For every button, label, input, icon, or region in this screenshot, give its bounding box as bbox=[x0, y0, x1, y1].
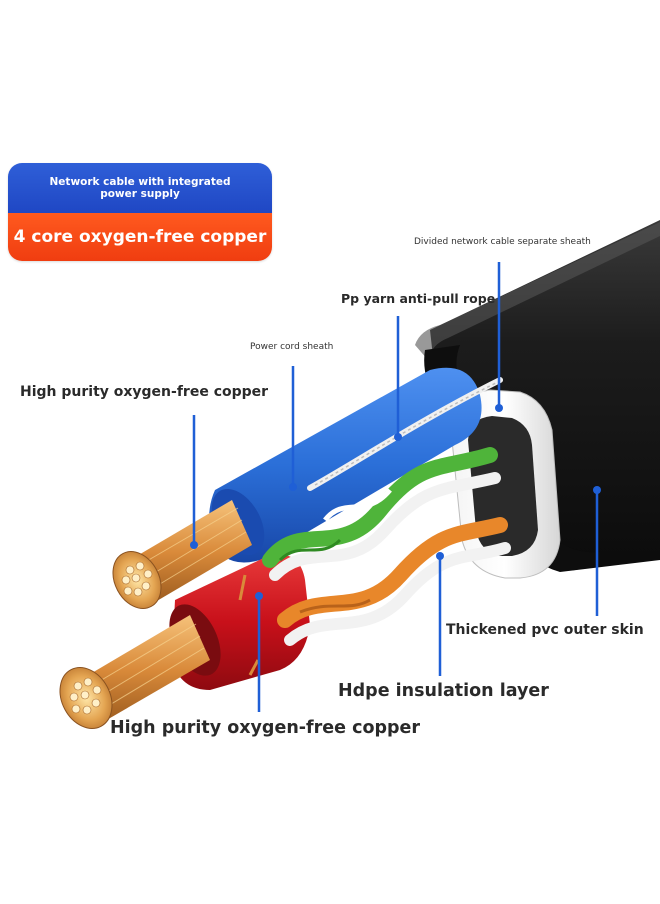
label-copper-upper: High purity oxygen-free copper bbox=[20, 384, 269, 400]
anti-pull-rope bbox=[307, 377, 503, 491]
badge-title: 4 core oxygen-free copper bbox=[8, 213, 272, 261]
twisted-pairs bbox=[238, 447, 511, 676]
label-copper-lower: High purity oxygen-free copper bbox=[110, 718, 421, 738]
leader-dots bbox=[190, 404, 601, 600]
label-separate-sheath: Divided network cable separate sheath bbox=[414, 237, 591, 247]
product-badge: Network cable with integrated power supp… bbox=[8, 163, 272, 261]
leader-lines bbox=[192, 262, 599, 712]
copper-conductor-lower bbox=[59, 615, 210, 729]
label-hdpe-layer: Hdpe insulation layer bbox=[338, 681, 549, 701]
label-outer-skin: Thickened pvc outer skin bbox=[446, 622, 644, 638]
label-power-sheath: Power cord sheath bbox=[250, 342, 334, 352]
badge-subtitle: Network cable with integrated power supp… bbox=[8, 163, 272, 213]
label-anti-pull-rope: Pp yarn anti-pull rope bbox=[341, 291, 496, 306]
